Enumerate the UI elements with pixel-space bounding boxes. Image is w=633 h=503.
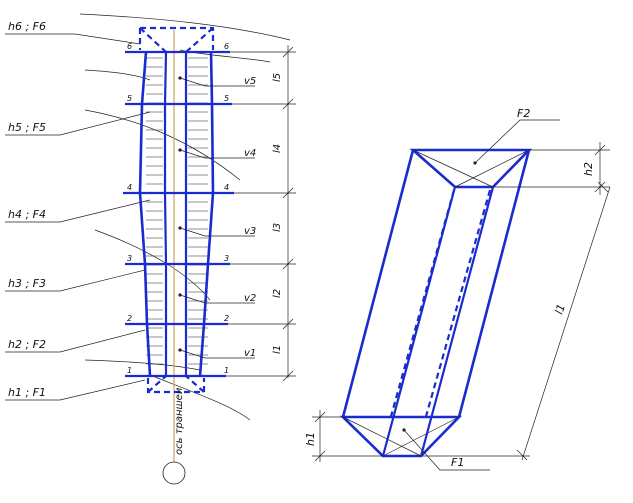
prism-figure xyxy=(339,148,533,458)
section-number-1-right: 1 xyxy=(224,366,229,375)
section-number-5-left: 5 xyxy=(127,94,132,103)
section-number-4-right: 4 xyxy=(224,183,229,192)
label-l1-right: l1 xyxy=(552,302,567,316)
label-l2: l2 xyxy=(272,289,283,298)
trench-outline xyxy=(123,26,234,394)
label-h1: h1 xyxy=(304,432,317,446)
label-h5-f5: h5 ; F5 xyxy=(8,121,46,134)
section-number-1-left: 1 xyxy=(127,366,132,375)
label-v2: v2 xyxy=(244,293,256,304)
label-h3-f3: h3 ; F3 xyxy=(8,277,46,290)
label-l4: l4 xyxy=(272,144,283,153)
label-v3: v3 xyxy=(244,226,256,237)
section-number-3-right: 3 xyxy=(224,254,229,263)
label-h2-f2: h2 ; F2 xyxy=(8,338,46,351)
label-v5: v5 xyxy=(244,76,256,87)
label-h6-f6: h6 ; F6 xyxy=(8,20,46,33)
volume-dots xyxy=(178,76,182,352)
label-v4: v4 xyxy=(244,148,256,159)
label-h2: h2 xyxy=(582,162,595,176)
section-number-2-left: 2 xyxy=(127,314,132,323)
axis-label: ось траншеи xyxy=(174,387,185,455)
label-F1: F1 xyxy=(451,456,464,469)
section-number-3-left: 3 xyxy=(127,254,132,263)
section-number-6-right: 6 xyxy=(224,42,229,51)
axis-end-circle xyxy=(162,461,186,485)
volume-leaders xyxy=(179,77,255,359)
leader-lines xyxy=(5,13,291,421)
section-number-2-right: 2 xyxy=(224,314,229,323)
label-v1: v1 xyxy=(244,348,256,359)
prism-dimensions xyxy=(312,119,611,471)
label-l3: l3 xyxy=(272,223,283,232)
label-l5: l5 xyxy=(272,73,283,82)
section-number-6-left: 6 xyxy=(127,42,132,51)
label-l1: l1 xyxy=(272,345,283,354)
label-h1-f1: h1 ; F1 xyxy=(8,386,46,399)
section-number-5-right: 5 xyxy=(224,94,229,103)
section-number-4-left: 4 xyxy=(127,183,132,192)
label-F2: F2 xyxy=(517,107,530,120)
label-h4-f4: h4 ; F4 xyxy=(8,208,46,221)
